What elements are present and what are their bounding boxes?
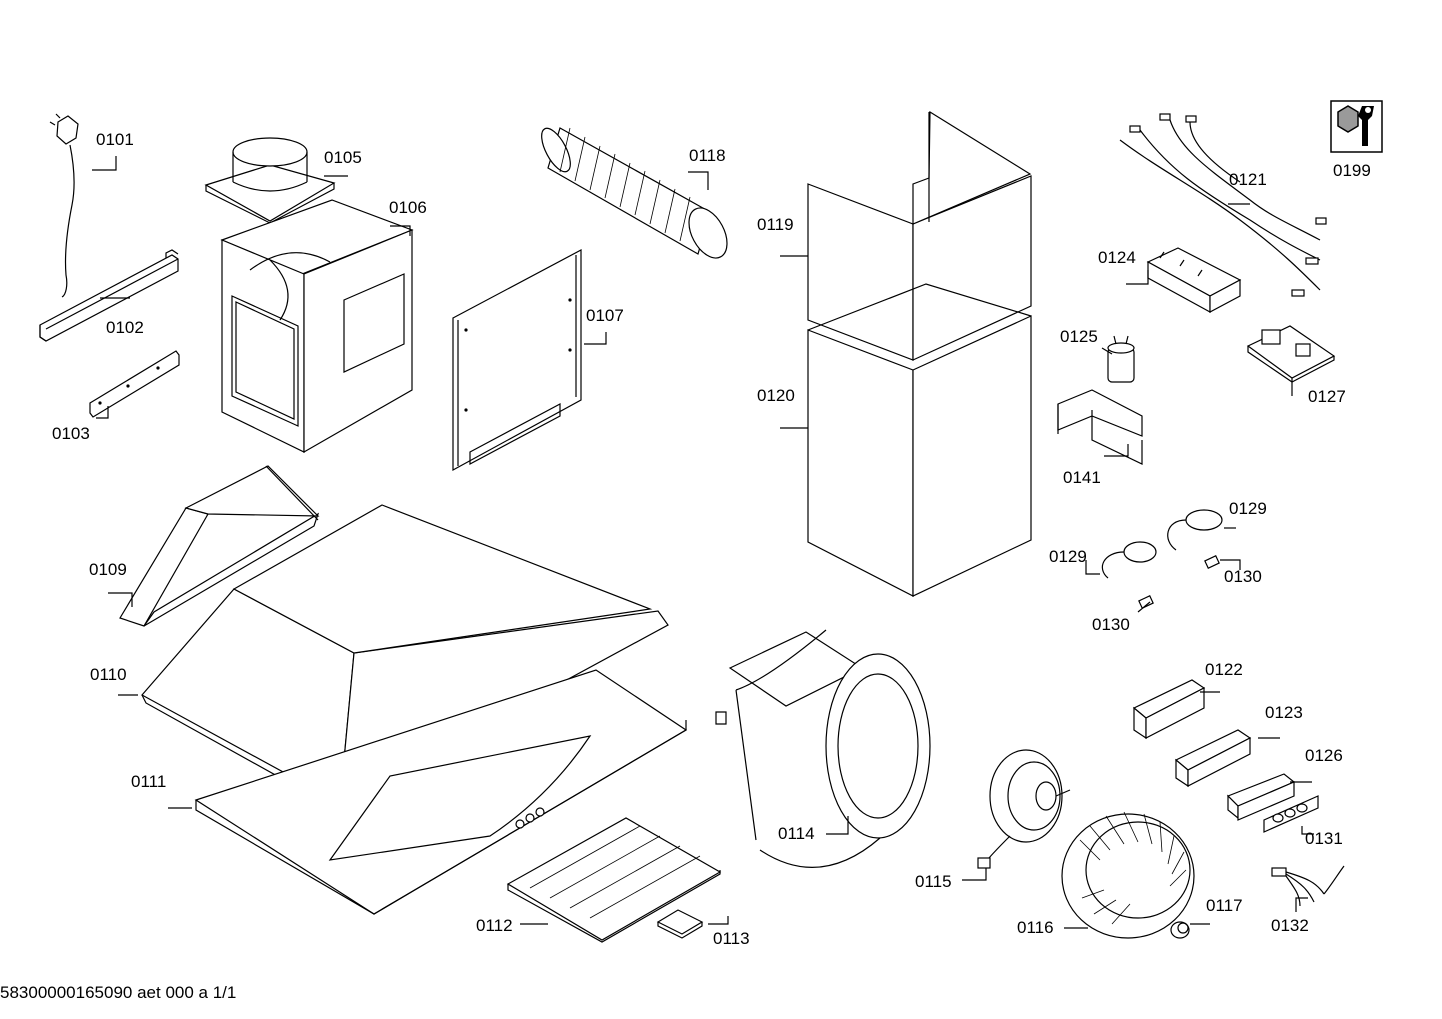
part-label-0129-upper: 0129 — [1229, 499, 1267, 518]
part-label-0199: 0199 — [1333, 161, 1371, 180]
part-label-0105: 0105 — [324, 148, 362, 167]
part-label-0107: 0107 — [586, 306, 624, 325]
part-label-0102: 0102 — [106, 318, 144, 337]
part-label-0129-lower: 0129 — [1049, 547, 1087, 566]
part-label-0123: 0123 — [1265, 703, 1303, 722]
part-label-0124: 0124 — [1098, 248, 1136, 267]
fan-motor-drawing — [977, 749, 1071, 869]
button-cover-drawing — [1263, 795, 1319, 833]
part-label-0120: 0120 — [757, 386, 795, 405]
part-label-0111: 0111 — [131, 772, 166, 791]
chimney-drawing — [807, 110, 1032, 597]
hood-base-tray-drawing — [194, 669, 688, 915]
control-board-drawing — [1246, 325, 1336, 383]
part-label-0106: 0106 — [389, 198, 427, 217]
wheel-cap-drawing — [1170, 921, 1190, 939]
part-label-0101: 0101 — [96, 130, 134, 149]
bracket-plate-drawing — [89, 350, 180, 418]
air-outlet-flange-drawing — [204, 137, 336, 224]
part-label-0110: 0110 — [90, 665, 127, 684]
power-cord-drawing — [49, 113, 79, 298]
fan-housing-frame-drawing — [220, 199, 414, 454]
part-label-0125: 0125 — [1060, 327, 1098, 346]
part-label-0122: 0122 — [1205, 660, 1243, 679]
part-label-0131: 0131 — [1305, 829, 1343, 848]
wrench-nut-icon[interactable] — [1330, 100, 1383, 153]
part-label-0109: 0109 — [89, 560, 127, 579]
part-label-0127: 0127 — [1308, 387, 1346, 406]
part-label-0113: 0113 — [713, 929, 750, 948]
part-label-0114: 0114 — [778, 824, 815, 843]
part-label-0141: 0141 — [1063, 468, 1101, 487]
leader-lines — [92, 156, 1314, 929]
part-label-0126: 0126 — [1305, 746, 1343, 765]
flexible-duct-drawing — [541, 127, 728, 259]
part-label-0119: 0119 — [757, 215, 794, 234]
part-label-0130-upper: 0130 — [1224, 567, 1262, 586]
part-label-0132: 0132 — [1271, 916, 1309, 935]
switch-bracket-drawing — [1174, 729, 1252, 788]
part-labels: 0101 0102 0103 0105 0106 0107 0109 0110 … — [52, 130, 1371, 948]
support-frame-drawing — [119, 465, 320, 627]
cover-panel-drawing — [452, 249, 582, 472]
blower-housing-drawing — [715, 629, 931, 868]
part-label-0118: 0118 — [689, 146, 726, 165]
part-label-0117: 0117 — [1206, 896, 1243, 915]
document-code: 58300000165090 aet 000 a 1/1 — [0, 983, 236, 1002]
capacitor-drawing — [1107, 335, 1135, 383]
part-label-0130-lower: 0130 — [1092, 615, 1130, 634]
grease-filter-drawing — [506, 817, 722, 943]
lamp-assemblies-drawing — [1101, 509, 1223, 609]
part-label-0112: 0112 — [476, 916, 513, 935]
part-label-0121: 0121 — [1229, 170, 1267, 189]
cable-set-drawing — [1271, 865, 1345, 907]
terminal-box-drawing — [1146, 247, 1242, 314]
part-label-0115: 0115 — [915, 872, 952, 891]
push-button-switch-drawing — [1226, 773, 1296, 821]
part-label-0103: 0103 — [52, 424, 90, 443]
switch-module-drawing — [1132, 679, 1206, 740]
electronics-cover-drawing — [1057, 389, 1143, 465]
fan-wheel-drawing — [1061, 811, 1195, 939]
wiring-harness-drawing — [1119, 113, 1327, 297]
part-label-0116: 0116 — [1017, 918, 1054, 937]
filter-handle-drawing — [656, 909, 704, 939]
